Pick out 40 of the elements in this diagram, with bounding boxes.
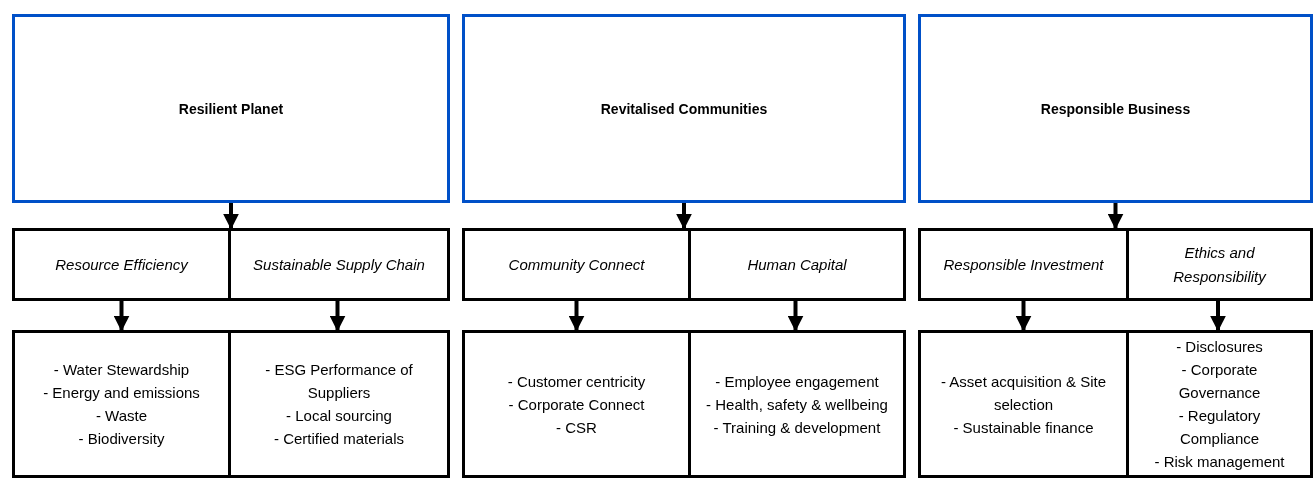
down-arrow bbox=[568, 298, 585, 332]
topic-item: - Corporate Connect bbox=[508, 394, 645, 415]
pillar-row bbox=[12, 228, 450, 301]
down-arrow bbox=[329, 298, 346, 332]
topic-item: - ESG Performance of Suppliers bbox=[264, 360, 414, 403]
topic-item: - Regulatory Compliance bbox=[1177, 406, 1262, 449]
topic-item: - Waste bbox=[95, 406, 148, 426]
topic-list-box bbox=[1126, 330, 1313, 478]
topic-list-box bbox=[12, 330, 231, 478]
down-arrow bbox=[676, 203, 692, 230]
topic-list-box bbox=[918, 330, 1129, 478]
topic-item: - Risk management bbox=[1154, 452, 1285, 472]
topic-item: - Local sourcing bbox=[286, 406, 392, 426]
topic-item: - Biodiversity bbox=[78, 429, 165, 449]
topic-item: - Training & development bbox=[713, 417, 881, 438]
topic-item: - Asset acquisition & Site selection bbox=[939, 371, 1108, 415]
down-arrow bbox=[787, 298, 804, 332]
topic-list-box bbox=[688, 330, 906, 478]
theme-box: Responsible Business bbox=[918, 14, 1313, 203]
topic-list-box bbox=[228, 330, 450, 478]
topic-list-box bbox=[462, 330, 691, 478]
topic-item: - Disclosures bbox=[1176, 337, 1263, 357]
topic-item: - Health, safety & wellbeing bbox=[706, 394, 888, 415]
topic-item: - Water Stewardship bbox=[53, 360, 190, 380]
topic-item: - Corporate Governance bbox=[1177, 360, 1262, 403]
down-arrow bbox=[1107, 203, 1124, 230]
topic-item: - Customer centricity bbox=[507, 371, 646, 392]
theme-box: Revitalised Communities bbox=[462, 14, 906, 203]
down-arrow bbox=[223, 203, 239, 230]
down-arrow bbox=[1015, 298, 1032, 332]
topic-item: - Sustainable finance bbox=[953, 417, 1094, 438]
topic-item: - Certified materials bbox=[273, 429, 404, 449]
topic-item: - Employee engagement bbox=[715, 371, 879, 392]
pillar-row bbox=[462, 228, 906, 301]
down-arrow bbox=[113, 298, 130, 332]
topic-item: - CSR bbox=[556, 417, 597, 438]
pillar-row bbox=[918, 228, 1313, 301]
theme-box: Resilient Planet bbox=[12, 14, 450, 203]
topic-item: - Energy and emissions bbox=[43, 383, 200, 403]
down-arrow bbox=[1210, 298, 1226, 332]
